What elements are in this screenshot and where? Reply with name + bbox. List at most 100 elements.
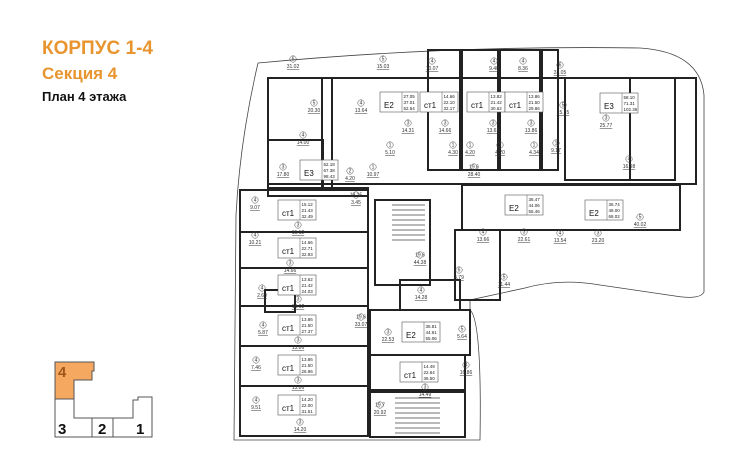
apartment-area: 27.05 xyxy=(404,94,416,99)
room-area: 10.07 xyxy=(426,66,439,72)
room-labels: 631.02515.03410.0749.4048.36631.05520.30… xyxy=(249,55,647,433)
room-number: 3 xyxy=(530,121,533,127)
apartment-area: 52.18 xyxy=(324,162,336,167)
apartment-area: 22.10 xyxy=(444,100,456,105)
room-number: 6 xyxy=(458,268,461,274)
room-number-circle xyxy=(296,418,304,426)
room-number: 4 xyxy=(255,358,258,364)
apartment-type: ст1 xyxy=(509,101,522,110)
room-number-circle xyxy=(500,273,508,281)
apartment-tag-box xyxy=(277,237,317,259)
room-number-circle xyxy=(636,213,644,221)
room-area: 22.61 xyxy=(518,237,531,243)
room-area: 40.02 xyxy=(634,222,647,228)
room-area: 14.31 xyxy=(402,128,415,134)
room-area: 13.66 xyxy=(477,237,490,243)
room-number: 1 xyxy=(389,143,392,149)
room-number-circle xyxy=(441,119,449,127)
room-number-circle xyxy=(527,119,535,127)
room-number: 4 xyxy=(482,230,485,236)
room-wall xyxy=(629,77,676,181)
room-area: 10.97 xyxy=(367,172,380,178)
apartment-area: 22.64 xyxy=(424,370,436,375)
apartment-area: 14.66 xyxy=(302,240,314,245)
apartment-area: 58.10 xyxy=(624,95,636,100)
section-title: Секция 4 xyxy=(42,64,118,83)
apartment-area: 32.17 xyxy=(444,106,456,111)
apartment-area: 14.66 xyxy=(444,94,456,99)
room-area: 17.80 xyxy=(277,172,290,178)
room-number-circle xyxy=(294,221,302,229)
apartment-area: 36.47 xyxy=(529,197,541,202)
apartment-type: ст1 xyxy=(471,101,484,110)
apartment-area: 24.03 xyxy=(302,289,314,294)
room-area: 7.46 xyxy=(251,365,261,371)
room-number: 3 xyxy=(492,121,495,127)
room-area: 14.66 xyxy=(284,268,297,274)
room-number: 3 xyxy=(297,223,300,229)
apartment-area: 13.86 xyxy=(529,94,541,99)
apartment-area: 32.49 xyxy=(302,214,314,219)
room-area: 10.21 xyxy=(249,240,262,246)
apartment-area: 30.62 xyxy=(491,106,503,111)
room-number: 4 xyxy=(420,288,423,294)
room-number-circle xyxy=(259,321,267,329)
room-number: 3 xyxy=(297,378,300,384)
apartment-area: 71.31 xyxy=(624,101,636,106)
room-number: 19.6 xyxy=(356,315,366,321)
room-area: 9.51 xyxy=(251,405,261,411)
apartment-tag-box xyxy=(299,159,339,181)
room-number: 3 xyxy=(605,116,608,122)
room-number: 4 xyxy=(254,198,257,204)
room-wall xyxy=(459,49,463,171)
room-area: 13.86 xyxy=(525,128,538,134)
section-3-label: 3 xyxy=(58,421,66,438)
room-number-circle xyxy=(489,119,497,127)
room-area: 9.17 xyxy=(551,148,561,154)
room-number-circle xyxy=(286,259,294,267)
room-number: 19.6 xyxy=(415,253,425,259)
room-area: 2.60 xyxy=(257,293,267,299)
apartment-type: ст1 xyxy=(282,209,295,218)
room-wall xyxy=(239,385,369,437)
apartment-tag-box xyxy=(277,394,317,416)
room-number: 1 xyxy=(452,143,455,149)
apartment-area: 22.71 xyxy=(302,246,314,251)
floor-plan-title: План 4 этажа xyxy=(42,89,127,104)
room-number-circle xyxy=(556,61,564,69)
room-area: 25.77 xyxy=(600,123,613,129)
apartment-type: E2 xyxy=(589,209,599,218)
room-area: 13.54 xyxy=(554,238,567,244)
room-number: 3 xyxy=(282,165,285,171)
room-area: 4.30 xyxy=(448,150,458,156)
apartment-area: 26.96 xyxy=(302,369,314,374)
room-number-circle xyxy=(294,295,302,303)
apartment-area: 13.82 xyxy=(491,94,503,99)
room-number-circle xyxy=(519,57,527,65)
room-number: 4 xyxy=(302,133,305,139)
room-area: 13.62 xyxy=(292,304,305,310)
room-number: 3 xyxy=(387,330,390,336)
room-number: 5 xyxy=(313,101,316,107)
room-number-circle xyxy=(252,396,260,404)
apartment-type: E2 xyxy=(509,204,519,213)
room-number: 3 xyxy=(299,420,302,426)
apartment-tag-box xyxy=(599,92,639,114)
apartment-area: 21.42 xyxy=(302,283,314,288)
apartment-type: ст1 xyxy=(282,404,295,413)
room-area: 23.20 xyxy=(592,238,605,244)
apartment-area: 14.49 xyxy=(424,364,436,369)
room-area: 3.45 xyxy=(351,200,361,206)
room-number: 4 xyxy=(493,59,496,65)
room-number: 5 xyxy=(461,327,464,333)
room-number: 19.7 xyxy=(375,403,385,409)
section-1-shape[interactable] xyxy=(112,396,153,438)
room-number: 6 xyxy=(292,57,295,63)
room-number-circle xyxy=(310,99,318,107)
